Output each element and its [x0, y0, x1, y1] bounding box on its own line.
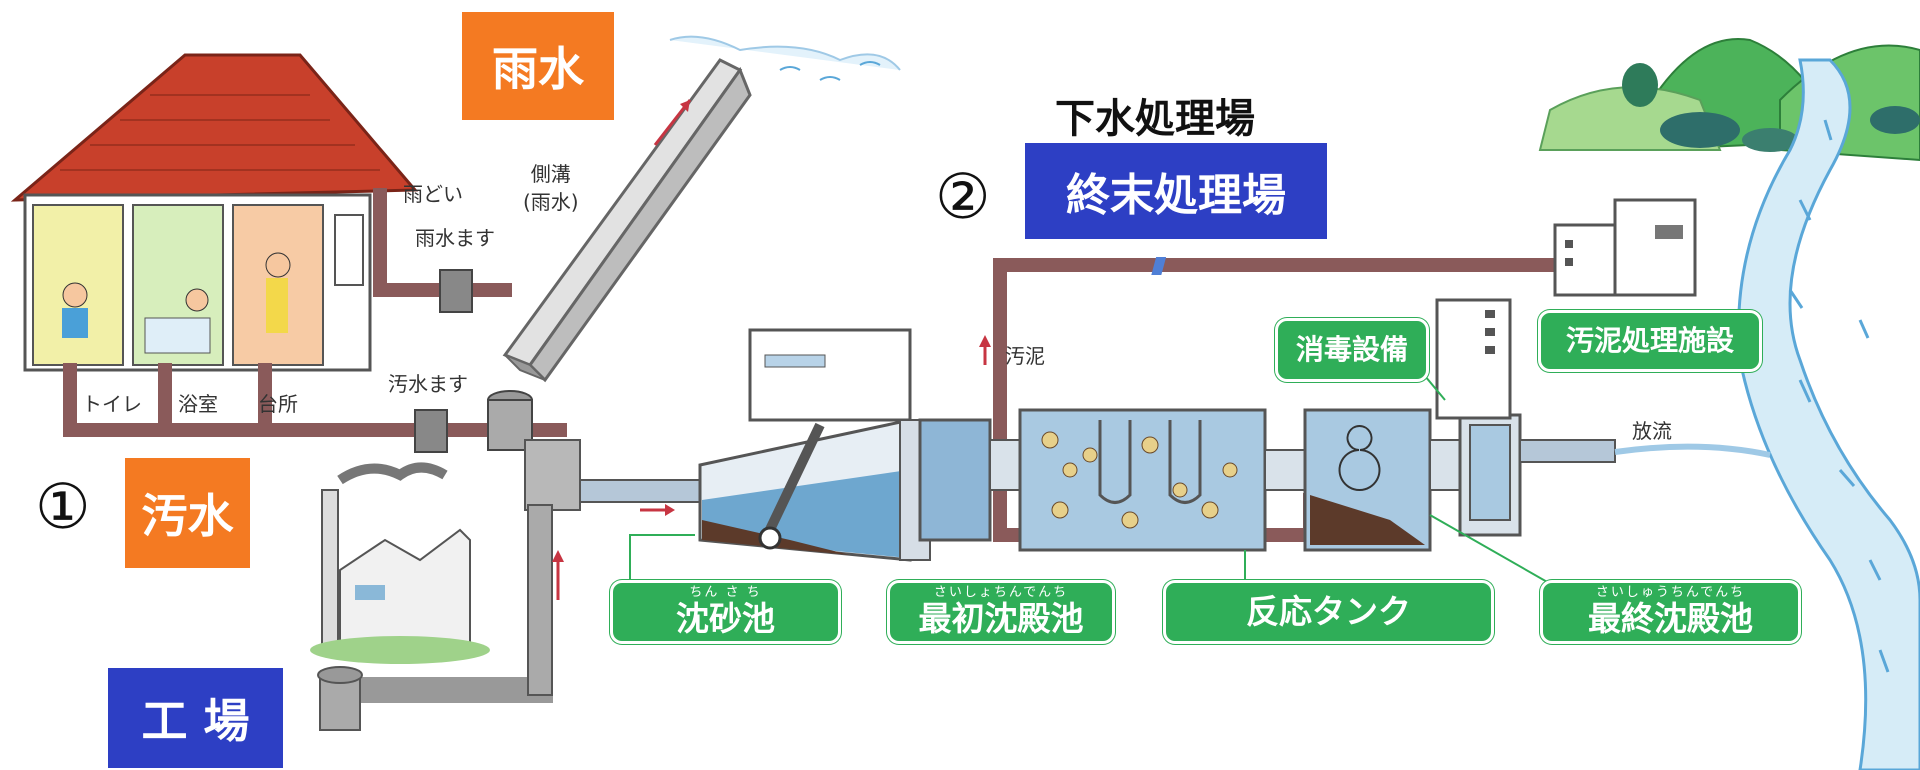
junction — [524, 439, 701, 696]
disinfection-equipment-label: 消毒設備 — [1295, 333, 1408, 366]
stage-name: 最初沈殿池 — [918, 599, 1084, 638]
river — [1737, 58, 1920, 770]
discharge-label: 放流 — [1632, 419, 1672, 443]
sludge-building — [1553, 198, 1697, 297]
toilet-label: トイレ — [82, 392, 142, 416]
sewage-basin-label: 汚水ます — [388, 372, 468, 396]
wastewater-label: 汚水 — [125, 458, 250, 568]
sewage-plant-title: 下水処理場 — [1055, 96, 1255, 142]
rainwater-label: 雨水 — [462, 12, 614, 120]
factory-label: 工 場 — [108, 668, 283, 768]
stage-name: 最終沈殿池 — [1588, 599, 1753, 638]
stage-final-sedimentation: さいしゅうちんでんち 最終沈殿池 — [1540, 580, 1801, 644]
sludge-facility-box: 汚泥処理施設 — [1538, 310, 1762, 372]
stage-ruby: さいしょちんでんち — [933, 585, 1069, 600]
river-ripples — [1788, 119, 1890, 673]
stage-ruby: ちん さ ち — [689, 585, 762, 600]
stage-grit-chamber: ちん さ ち 沈砂池 — [610, 580, 841, 644]
mountains — [1538, 38, 1920, 162]
grit-chamber — [698, 328, 931, 562]
gutter-label: 雨どい — [403, 182, 463, 206]
number-2: ② — [935, 160, 991, 233]
number-1: ① — [35, 470, 91, 543]
sludge-label: 汚泥 — [1005, 344, 1045, 368]
rain-basin-label: 雨水ます — [415, 226, 495, 250]
discharge-flow — [1614, 443, 1771, 458]
sludge-facility-label: 汚泥処理施設 — [1565, 324, 1734, 357]
bathroom-label: 浴室 — [178, 392, 218, 416]
disinfection-unit — [1435, 298, 1512, 420]
stage-reaction-tank: 反応タンク — [1163, 580, 1494, 644]
stage-primary-sedimentation: さいしょちんでんち 最初沈殿池 — [887, 580, 1115, 644]
terminal-plant-label: 終末処理場 — [1025, 143, 1327, 239]
disinfection-equipment-box: 消毒設備 — [1275, 318, 1429, 382]
sewer-basins — [414, 269, 533, 453]
side-ditch — [502, 35, 901, 383]
stage-ruby: さいしゅうちんでんち — [1595, 585, 1746, 600]
kitchen-label: 台所 — [258, 392, 298, 416]
stage-name: 反応タンク — [1246, 592, 1411, 631]
house — [10, 53, 419, 372]
side-ditch-label: 側溝 (雨水) — [523, 162, 579, 214]
factory — [310, 462, 553, 731]
stage-name: 沈砂池 — [676, 599, 775, 638]
